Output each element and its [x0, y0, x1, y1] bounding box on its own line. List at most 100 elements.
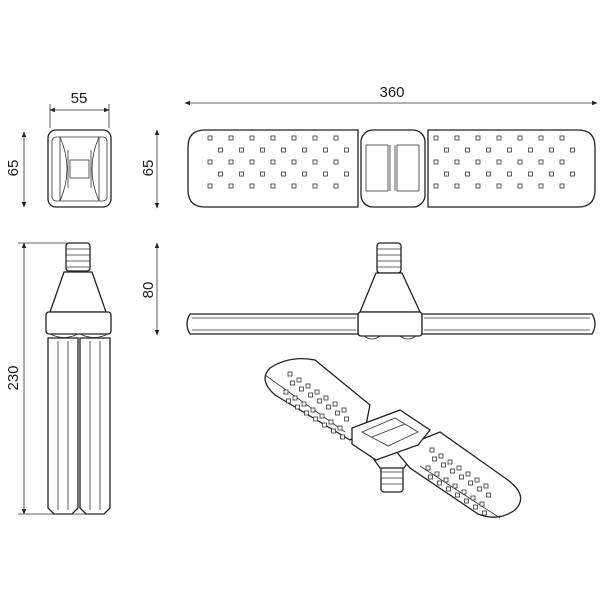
led-chip — [291, 183, 297, 189]
led-chip — [438, 453, 444, 459]
led-chip — [207, 159, 213, 165]
led-chip — [507, 147, 512, 153]
led-chip — [344, 416, 349, 422]
led-chip — [328, 419, 334, 425]
led-chip — [475, 135, 481, 141]
led-chip — [305, 383, 311, 389]
led-chip — [433, 135, 439, 141]
led-chip — [452, 483, 458, 489]
led-chip — [474, 477, 480, 483]
led-chip — [319, 413, 325, 419]
led-chip — [207, 135, 213, 141]
led-chip — [479, 501, 485, 507]
led-chip — [281, 147, 286, 153]
led-chip — [559, 159, 565, 165]
led-chip — [461, 489, 467, 495]
led-chip — [286, 398, 291, 404]
led-chip — [333, 135, 339, 141]
led-chip — [538, 159, 544, 165]
led-chip — [549, 171, 554, 177]
led-chip — [301, 401, 307, 407]
led-chip — [207, 183, 213, 189]
led-chip — [337, 425, 343, 431]
led-chip — [433, 183, 439, 189]
led-chip — [296, 377, 302, 383]
led-chip — [283, 389, 289, 395]
led-chip — [517, 135, 523, 141]
led-chip — [538, 135, 544, 141]
dim-label-width-55: 55 — [71, 90, 88, 107]
led-chip — [486, 147, 491, 153]
led-chip — [239, 171, 244, 177]
led-chip — [429, 447, 435, 453]
led-chip — [446, 486, 451, 492]
led-chip — [459, 474, 464, 480]
led-chip — [433, 159, 439, 165]
led-chip — [443, 477, 449, 483]
led-chip — [322, 422, 327, 428]
led-chip — [454, 135, 460, 141]
led-chip — [323, 171, 328, 177]
led-chip — [323, 395, 329, 401]
led-chip — [310, 407, 316, 413]
led-chip — [341, 407, 347, 413]
led-chip — [528, 171, 533, 177]
led-chip — [425, 465, 431, 471]
led-chip — [465, 171, 470, 177]
led-chip — [447, 459, 453, 465]
led-array-iso-right — [425, 447, 491, 516]
led-chip — [482, 510, 487, 516]
led-chip — [249, 183, 255, 189]
led-chip — [291, 159, 297, 165]
led-chip — [249, 159, 255, 165]
led-chip — [291, 135, 297, 141]
led-chip — [470, 495, 476, 501]
dim-label-height-65-left: 65 — [5, 160, 22, 177]
end-view — [47, 129, 112, 208]
led-chip — [450, 468, 455, 474]
led-chip — [477, 486, 482, 492]
led-chip — [290, 380, 295, 386]
led-chip — [517, 183, 523, 189]
led-chip — [302, 147, 307, 153]
led-chip — [260, 171, 265, 177]
led-chip — [454, 183, 460, 189]
led-chip — [570, 171, 575, 177]
led-chip — [312, 135, 318, 141]
led-chip — [333, 159, 339, 165]
led-chip — [323, 147, 328, 153]
led-chip — [454, 159, 460, 165]
front-view — [186, 242, 596, 340]
led-chip — [292, 395, 298, 401]
led-chip — [475, 159, 481, 165]
dim-label-base-80: 80 — [140, 282, 157, 299]
led-chip — [456, 465, 462, 471]
led-chip — [496, 183, 502, 189]
led-chip — [331, 428, 336, 434]
led-chip — [486, 492, 491, 498]
led-chip — [444, 171, 449, 177]
isometric-view — [264, 357, 522, 519]
led-chip — [434, 471, 440, 477]
led-chip — [304, 410, 309, 416]
led-chip — [287, 371, 293, 377]
led-chip — [344, 171, 349, 177]
led-chip — [295, 404, 300, 410]
led-chip — [559, 183, 565, 189]
led-chip — [344, 147, 349, 153]
led-chip — [473, 504, 478, 510]
led-chip — [312, 183, 318, 189]
led-chip — [437, 480, 442, 486]
dim-label-span-360: 360 — [379, 84, 404, 101]
led-chip — [218, 171, 223, 177]
led-chip — [465, 471, 471, 477]
led-chip — [441, 462, 446, 468]
led-chip — [335, 410, 340, 416]
dim-label-length-230: 230 — [5, 365, 22, 390]
led-chip — [228, 159, 234, 165]
led-chip — [332, 401, 338, 407]
led-chip — [468, 480, 473, 486]
led-array-right — [433, 135, 575, 189]
